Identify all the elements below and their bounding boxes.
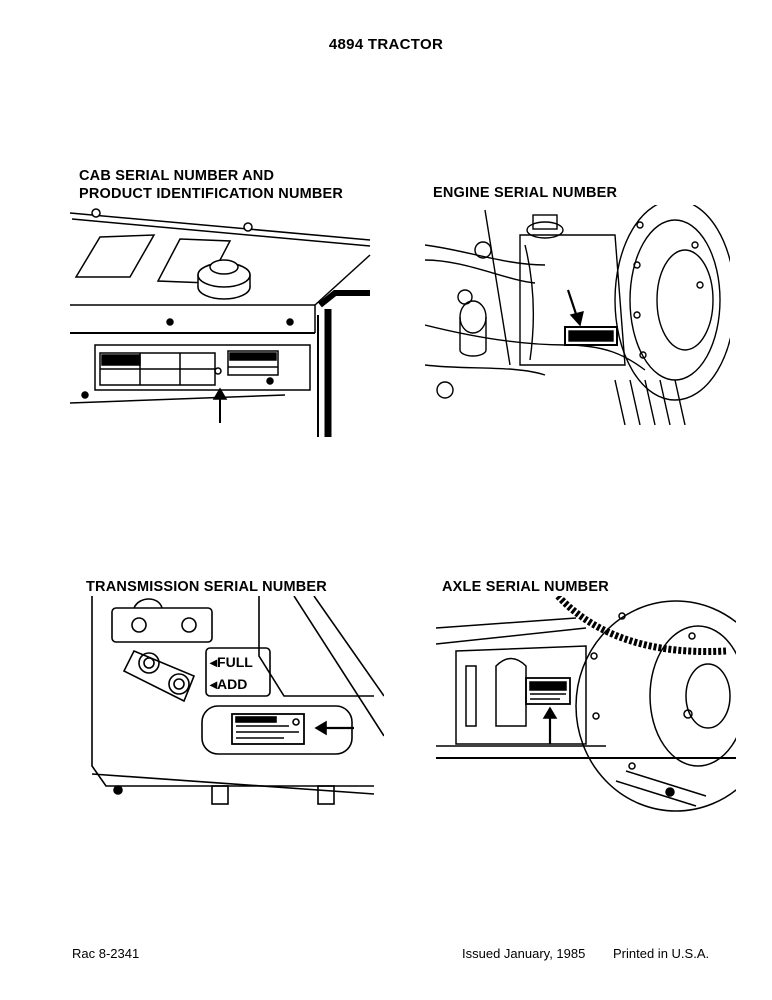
full-label: ◂FULL: [209, 654, 253, 670]
engine-caption: ENGINE SERIAL NUMBER: [433, 185, 618, 201]
cab-caption: CAB SERIAL NUMBER AND PRODUCT IDENTIFICA…: [79, 167, 343, 203]
cab-caption-line1: CAB SERIAL NUMBER AND: [79, 168, 275, 184]
axle-serial-illustration: [436, 596, 736, 812]
transmission-caption: TRANSMISSION SERIAL NUMBER: [86, 579, 327, 595]
cab-caption-line2: PRODUCT IDENTIFICATION NUMBER: [79, 186, 344, 202]
add-label: ◂ADD: [209, 676, 247, 692]
issued-date: Issued January, 1985: [462, 946, 586, 961]
form-number: Rac 8-2341: [72, 946, 140, 961]
page-title: 4894 TRACTOR: [328, 36, 444, 53]
engine-serial-illustration: [425, 205, 730, 425]
transmission-serial-illustration: ◂FULL ◂ADD: [91, 596, 384, 805]
printed-location: Printed in U.S.A.: [613, 946, 710, 961]
axle-caption: AXLE SERIAL NUMBER: [442, 579, 609, 595]
cab-serial-illustration: [70, 208, 371, 437]
